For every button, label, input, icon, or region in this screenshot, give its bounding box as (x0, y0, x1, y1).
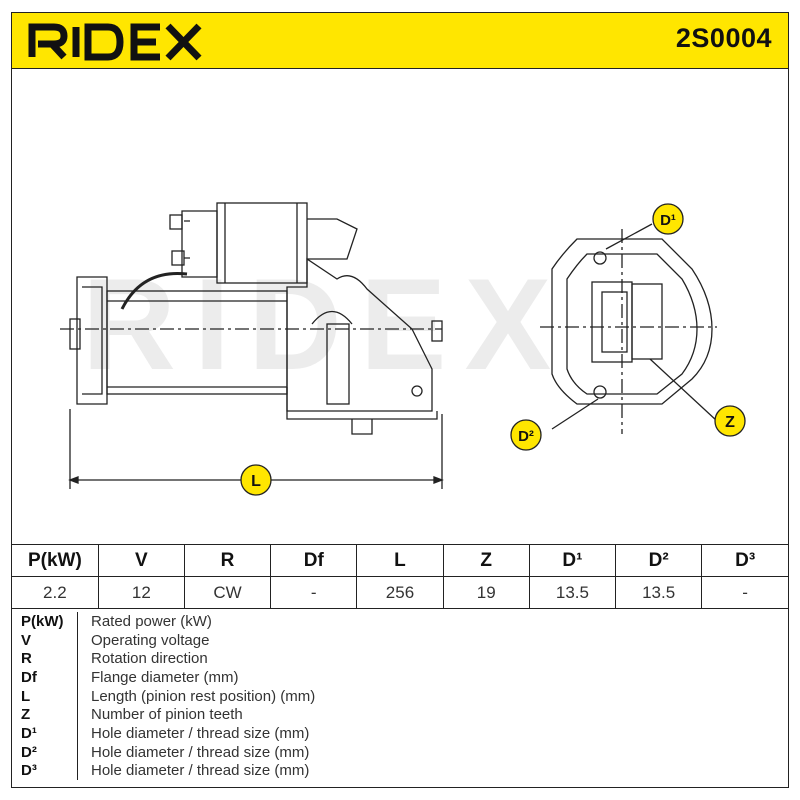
spec-value: 12 (97, 576, 185, 609)
legend-key: V (12, 630, 78, 650)
spec-value: 19 (442, 576, 530, 609)
legend-desc: Flange diameter (mm) (91, 668, 239, 686)
legend-key: R (12, 649, 78, 669)
legend-desc: Rotation direction (91, 650, 208, 668)
legend-key: Z (12, 705, 78, 725)
spec-header: D³ (701, 544, 788, 577)
part-number: 2S0004 (675, 23, 772, 53)
spec-header: D² (615, 544, 703, 577)
header-bar: 2S0004 (12, 13, 788, 69)
spec-value: 2.2 (12, 576, 99, 609)
spec-value-row: 2.2 12 CW - 256 19 13.5 13.5 - (12, 576, 788, 609)
spec-header: Z (442, 544, 530, 577)
legend-key: L (12, 686, 78, 706)
spec-header: V (97, 544, 185, 577)
legend-key: D¹ (12, 724, 78, 743)
legend-item: L Length (pinion rest position) (mm) (12, 686, 788, 706)
watermark-text: RIDEX (82, 251, 569, 397)
legend-item: D¹ Hole diameter / thread size (mm) (12, 724, 788, 743)
spec-table: P(kW) V R Df L Z D¹ D² D³ 2.2 12 CW - 25… (12, 544, 788, 609)
length-label: L (251, 473, 261, 490)
starter-motor-drawing: RIDEX (60, 202, 746, 496)
legend-desc: Length (pinion rest position) (mm) (91, 687, 316, 705)
legend-item: D³ Hole diameter / thread size (mm) (12, 761, 788, 781)
legend-item: Df Flange diameter (mm) (12, 668, 788, 687)
legend-item: D² Hole diameter / thread size (mm) (12, 742, 788, 762)
spec-value: CW (183, 576, 272, 609)
legend-key: Df (12, 668, 78, 687)
legend-desc: Operating voltage (91, 631, 210, 649)
legend-key: P(kW) (12, 612, 78, 631)
spec-header: L (356, 544, 444, 577)
legend-item: P(kW) Rated power (kW) (12, 612, 788, 631)
spec-header: R (183, 544, 272, 577)
spec-value: - (701, 576, 788, 609)
legend: P(kW) Rated power (kW) V Operating volta… (12, 612, 788, 781)
spec-value: 13.5 (528, 576, 617, 609)
legend-item: V Operating voltage (12, 630, 788, 650)
legend-key: D³ (12, 761, 78, 781)
teeth-label: Z (725, 414, 735, 431)
legend-desc: Hole diameter / thread size (mm) (91, 762, 310, 780)
front-view (540, 223, 718, 434)
d2-label: D² (518, 428, 534, 445)
legend-desc: Hole diameter / thread size (mm) (91, 724, 310, 742)
ridex-logo (28, 23, 202, 61)
legend-desc: Number of pinion teeth (91, 706, 243, 724)
legend-item: Z Number of pinion teeth (12, 705, 788, 725)
legend-key: D² (12, 742, 78, 762)
spec-value: 256 (356, 576, 444, 609)
legend-item: R Rotation direction (12, 649, 788, 669)
spec-header: D¹ (528, 544, 617, 577)
datasheet: 2S0004 RIDEX (11, 12, 789, 788)
spec-value: - (270, 576, 358, 609)
legend-desc: Rated power (kW) (91, 612, 212, 630)
side-view (60, 202, 444, 489)
spec-header: Df (270, 544, 358, 577)
spec-value: 13.5 (615, 576, 703, 609)
d1-label: D¹ (660, 212, 676, 229)
legend-desc: Hole diameter / thread size (mm) (91, 743, 310, 761)
spec-header: P(kW) (12, 544, 99, 577)
spec-header-row: P(kW) V R Df L Z D¹ D² D³ (12, 544, 788, 577)
